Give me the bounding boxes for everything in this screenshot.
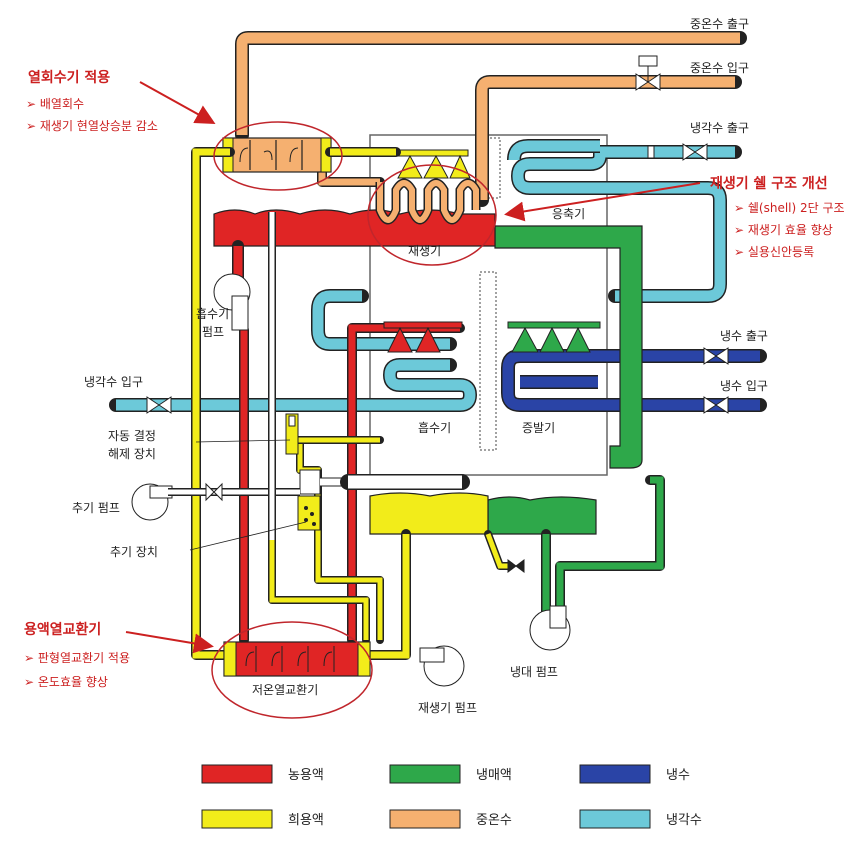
legend-label-refrigerant: 냉매액: [476, 768, 512, 783]
legend-label-chilled: 냉수: [666, 768, 690, 783]
label-refrigerant-pump: 냉대 펌프: [510, 665, 558, 679]
cooling-water-circuit: [109, 139, 742, 412]
evaporator-pool: [487, 496, 597, 535]
label-decrystal-line1: 자동 결정: [108, 429, 156, 443]
hot-water-circuit: [235, 31, 747, 207]
refrigerant-circuit: [487, 225, 665, 625]
label-absorbent-pump-line2: 펌프: [202, 325, 224, 339]
annotation-heat-recovery-item-1: ➢ 배열회수: [26, 97, 84, 111]
center-divider-column: [479, 271, 497, 451]
label-hot-water-out: 중온수 출구: [690, 17, 749, 31]
legend-swatch-dilute: [201, 809, 273, 829]
label-hot-water-in: 중온수 입구: [690, 61, 749, 75]
label-cooling-out: 냉각수 출구: [690, 121, 749, 135]
legend-label-hot-water: 중온수: [476, 813, 512, 828]
legend-label-dilute: 희용액: [288, 813, 324, 828]
chilled-in-valve[interactable]: [703, 396, 729, 414]
dilute-pump-line: [365, 529, 411, 660]
legend-swatch-refrigerant: [389, 764, 461, 784]
cooling-to-condenser-fill: [512, 146, 735, 302]
cooling-in-valve[interactable]: [146, 396, 172, 414]
absorber-spray: [383, 321, 463, 353]
callout-generator: [367, 164, 497, 266]
legend: 농용액 냉매액 냉수 희용액 중온수 냉각수: [201, 764, 702, 829]
label-generator: 재생기: [408, 244, 441, 258]
evaporator-spray: [507, 321, 601, 353]
cooling-in-pipe-fill: [116, 359, 476, 411]
condenser-tray: [494, 225, 643, 469]
legend-swatch-chilled: [579, 764, 651, 784]
arrow-heat-recovery: [139, 81, 216, 124]
hot-water-valve[interactable]: [635, 55, 661, 91]
chilled-water-circuit: [501, 349, 767, 412]
label-chilled-in: 냉수 입구: [720, 379, 768, 393]
absorbent-pump[interactable]: [213, 273, 251, 331]
legend-swatch-hot-water: [389, 809, 461, 829]
label-cooling-in: 냉각수 입구: [84, 375, 143, 389]
legend-swatch-cooling: [579, 809, 651, 829]
label-purge-device: 추기 장치: [110, 545, 158, 559]
generator-pump[interactable]: [419, 645, 465, 687]
annotation-solution-hx-title: 용액열교환기: [24, 621, 101, 638]
annotation-generator-item-3: ➢ 실용신안등록: [734, 245, 814, 259]
label-decrystal-line2: 해제 장치: [108, 447, 156, 461]
refrigerant-pump[interactable]: [529, 605, 571, 651]
callout-solution-hx: [211, 621, 373, 719]
annotation-solution-hx-item-2: ➢ 온도효율 향상: [24, 675, 108, 689]
annotation-generator-item-1: ➢ 쉘(shell) 2단 구조: [734, 201, 845, 215]
annotation-solution-hx-item-1: ➢ 판형열교환기 적용: [24, 651, 130, 665]
annotation-generator-item-2: ➢ 재생기 효율 향상: [734, 223, 833, 237]
label-generator-pump: 재생기 펌프: [418, 701, 477, 715]
refrigerant-valve[interactable]: [507, 559, 525, 573]
arrow-generator-shell: [504, 182, 701, 222]
label-condenser: 응축기: [552, 207, 585, 221]
concentrated-circuit: [213, 209, 496, 645]
heat-recovery-unit: [222, 137, 332, 173]
label-evaporator: 증발기: [522, 421, 555, 435]
hot-water-in-pipe-fill: [476, 76, 735, 200]
annotation-heat-recovery-item-2: ➢ 재생기 현열상승분 감소: [26, 119, 158, 133]
purge-device[interactable]: [297, 469, 470, 531]
arrow-solution-hx: [125, 631, 214, 654]
hot-water-out-pipe-fill: [236, 32, 740, 135]
cooling-out-valve[interactable]: [647, 143, 708, 161]
label-absorbent-pump-line1: 흡수기: [196, 307, 229, 321]
label-purge-pump: 추기 펌프: [72, 501, 120, 515]
label-chilled-out: 냉수 출구: [720, 329, 768, 343]
legend-swatch-concentrated: [201, 764, 273, 784]
label-absorber: 흡수기: [418, 421, 451, 435]
generator-coil: [375, 149, 481, 225]
legend-label-concentrated: 농용액: [288, 768, 324, 783]
decrystallization-device[interactable]: [285, 413, 299, 455]
annotation-generator-title: 재생기 쉘 구조 개선: [710, 176, 828, 192]
label-low-temp-hx: 저온열교환기: [252, 683, 318, 697]
absorber-coil-upper-fill: [312, 290, 450, 350]
chilled-out-valve[interactable]: [703, 347, 729, 365]
low-temp-heat-exchanger: [223, 641, 371, 677]
annotation-heat-recovery-title: 열회수기 적용: [28, 69, 110, 86]
callout-heat-recovery: [213, 121, 343, 191]
absorber-pool: [369, 492, 489, 535]
purge-pump[interactable]: [131, 482, 300, 521]
legend-label-cooling: 냉각수: [666, 813, 702, 828]
